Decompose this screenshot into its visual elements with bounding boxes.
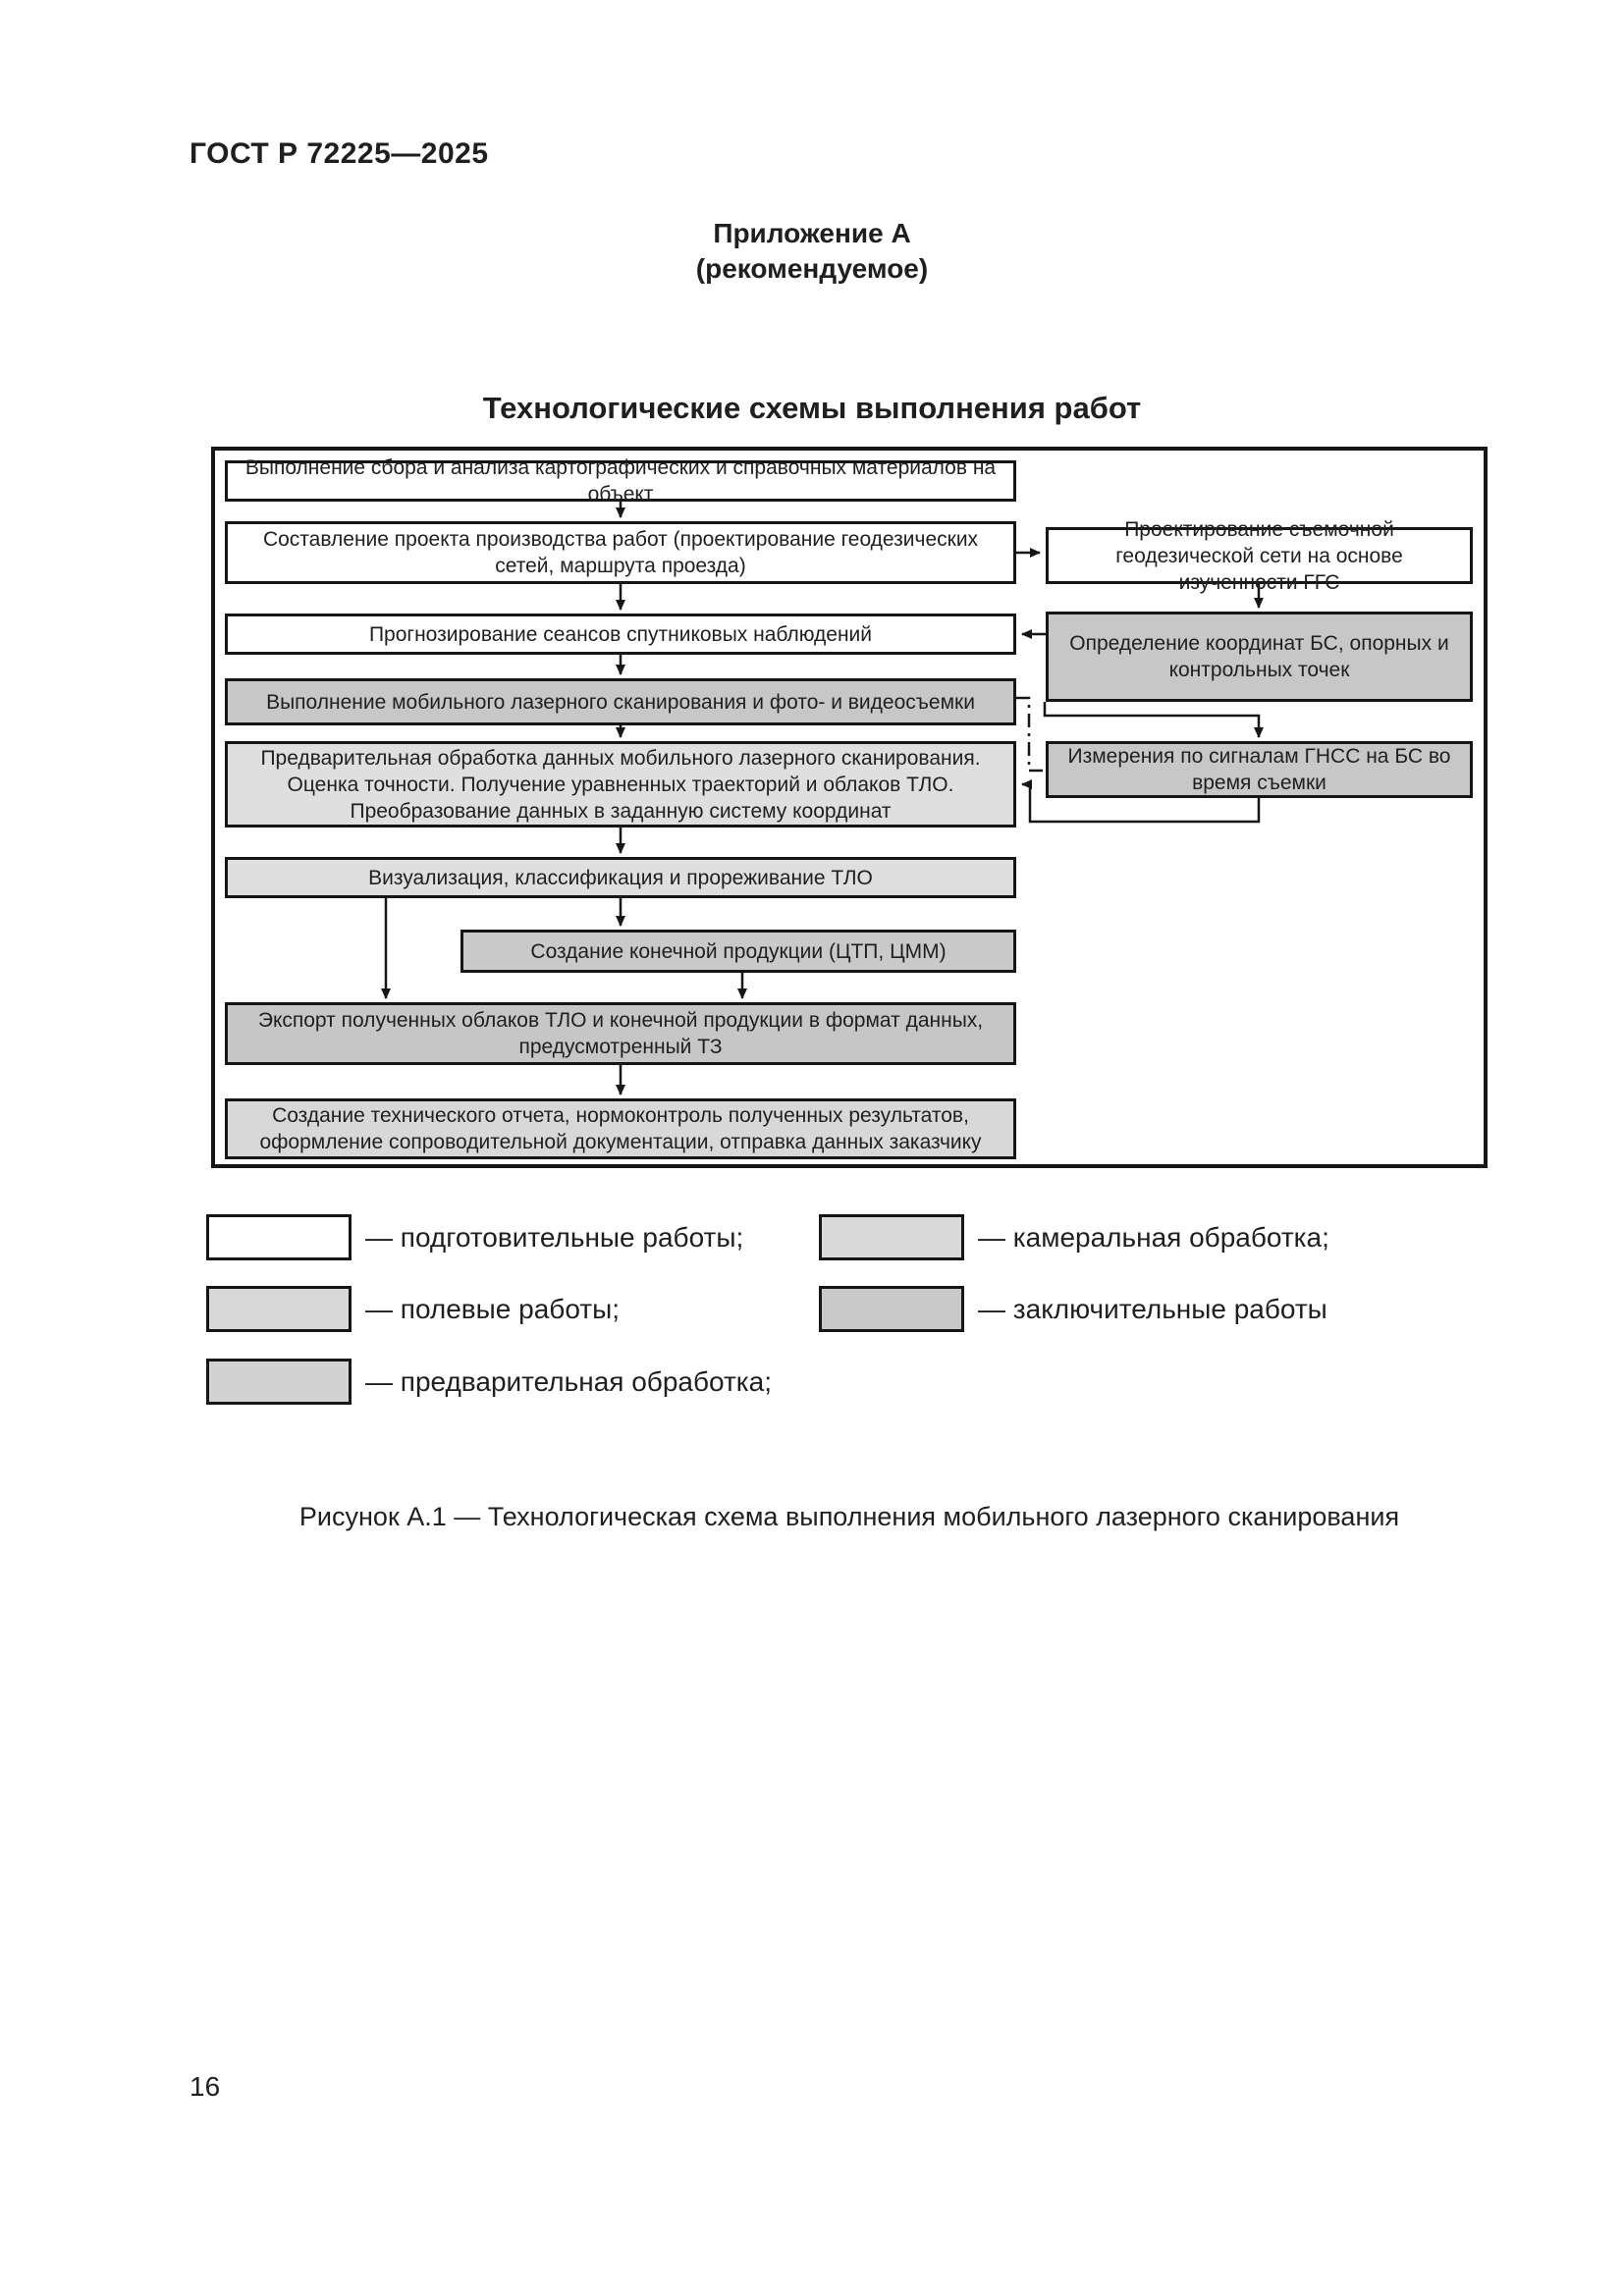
legend-label-preparatory: — подготовительные работы; <box>365 1221 744 1253</box>
flow-box-survey-network-design: Проектирование съемочной геодезической с… <box>1046 518 1473 594</box>
legend-swatch-field <box>206 1286 352 1332</box>
flow-box-session-forecast: Прогнозирование сеансов спутниковых набл… <box>225 614 1016 655</box>
page-number: 16 <box>189 2071 221 2102</box>
flow-box-base-station-coords: Определение координат БС, опорных и конт… <box>1046 612 1473 702</box>
doc-number: ГОСТ Р 72225—2025 <box>189 137 489 170</box>
section-title: Технологические схемы выполнения работ <box>482 391 1142 425</box>
flowchart-frame <box>211 447 1488 1168</box>
legend-label-preprocessing: — предварительная обработка; <box>365 1365 772 1397</box>
appendix-label: Приложение А <box>713 218 911 248</box>
flow-box-final-production: Создание конечной продукции (ЦТП, ЦММ) <box>460 930 1016 973</box>
flow-box-export: Экспорт полученных облаков ТЛО и конечно… <box>225 1002 1016 1065</box>
legend-label-office: — камеральная обработка; <box>978 1221 1329 1253</box>
legend-label-final: — заключительные работы <box>978 1293 1327 1324</box>
flow-box-work-project: Составление проекта производства работ (… <box>225 521 1016 584</box>
legend-label-field: — полевые работы; <box>365 1293 621 1324</box>
flow-box-gnss-measurements: Измерения по сигналам ГНСС на БС во врем… <box>1046 741 1473 798</box>
legend-swatch-final <box>819 1286 964 1332</box>
figure-caption: Рисунок А.1 — Технологическая схема выпо… <box>298 1502 1400 1531</box>
legend-swatch-preparatory <box>206 1214 352 1260</box>
flow-box-technical-report: Создание технического отчета, нормоконтр… <box>225 1098 1016 1159</box>
flow-box-preprocessing: Предварительная обработка данных мобильн… <box>225 741 1016 828</box>
appendix-note: (рекомендуемое) <box>695 253 929 284</box>
flow-box-mobile-scanning: Выполнение мобильного лазерного сканиров… <box>225 678 1016 725</box>
legend-swatch-office <box>819 1214 964 1260</box>
flow-box-visualization: Визуализация, классификация и прореживан… <box>225 857 1016 898</box>
flowchart-diagram: Выполнение сбора и анализа картографичес… <box>211 447 1488 1168</box>
legend-swatch-preprocessing <box>206 1359 352 1405</box>
flow-box-collect-materials: Выполнение сбора и анализа картографичес… <box>225 456 1016 506</box>
